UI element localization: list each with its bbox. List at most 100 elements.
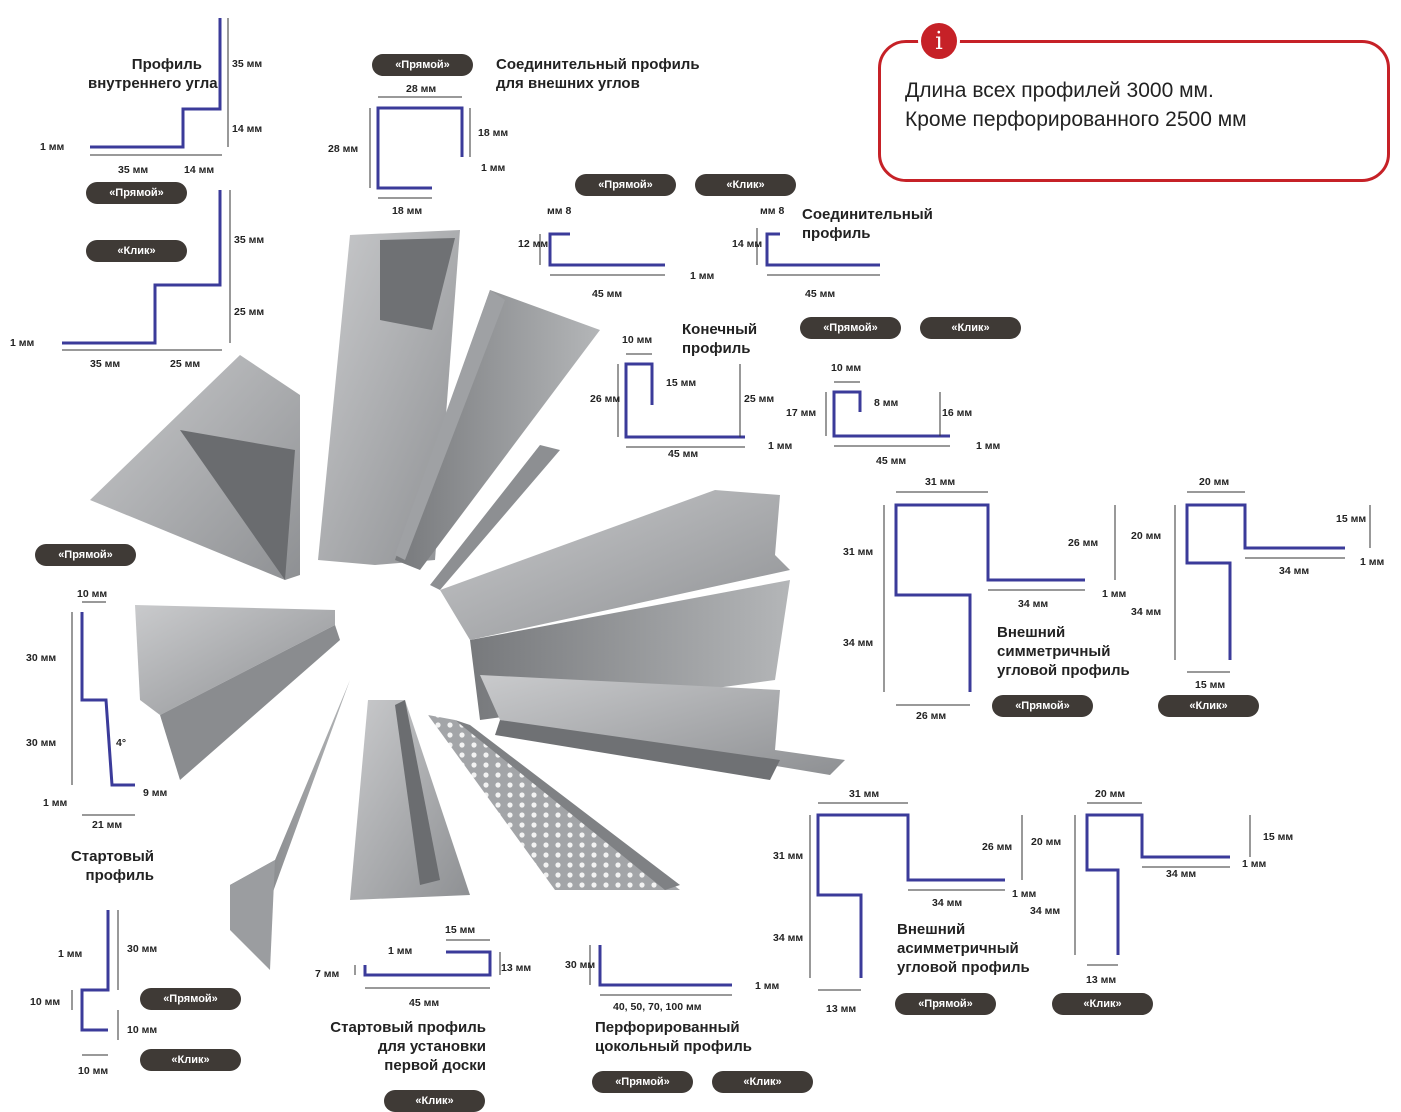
dim-label: 14 мм <box>732 238 763 250</box>
badge-straight: «Прямой» <box>992 695 1093 717</box>
first-board-title: Стартовый профиль для установки первой д… <box>290 1018 486 1075</box>
badge-click: «Клик» <box>86 240 187 262</box>
dim-label: 1 мм <box>1242 858 1267 870</box>
dim-label: 20 мм <box>1095 788 1126 800</box>
dim-label: 1 мм <box>1012 888 1037 900</box>
badge-straight: «Прямой» <box>35 544 136 566</box>
dim-label: 1 мм <box>10 337 35 349</box>
dim-label: 1 мм <box>58 948 83 960</box>
dim-label: 34 мм <box>1166 868 1197 880</box>
dim-label: 1 мм <box>481 162 506 174</box>
info-icon: i <box>918 20 960 62</box>
dim-label: 13 мм <box>826 1003 857 1015</box>
dim-label: 26 мм <box>916 710 947 722</box>
dim-label: мм 8 <box>760 205 785 217</box>
dim-label: 1 мм <box>690 270 715 282</box>
dim-label: 1 мм <box>768 440 793 452</box>
badge-straight: «Прямой» <box>592 1071 693 1093</box>
dim-label: 30 мм <box>565 959 596 971</box>
dim-label: 20 мм <box>1131 530 1162 542</box>
dim-label: 26 мм <box>982 841 1013 853</box>
dim-label: 30 мм <box>26 652 57 664</box>
dim-label: 40, 50, 70, 100 мм <box>613 1001 702 1013</box>
dim-label: 15 мм <box>666 377 697 389</box>
dim-label: 16 мм <box>942 407 973 419</box>
dim-label: 45 мм <box>592 288 623 300</box>
dim-label: 15 мм <box>1195 679 1226 691</box>
dim-label: 21 мм <box>92 819 123 831</box>
inner-corner-title-line2: внутреннего угла <box>88 75 218 92</box>
dim-label: 10 мм <box>78 1065 109 1077</box>
dim-label: 34 мм <box>1030 905 1061 917</box>
dim-label: 1 мм <box>755 980 780 992</box>
dim-label: 1 мм <box>1360 556 1385 568</box>
badge-click: «Клик» <box>712 1071 813 1093</box>
dim-label: 45 мм <box>876 455 907 467</box>
dim-label: 31 мм <box>773 850 804 862</box>
dim-label: 12 мм <box>518 238 549 250</box>
outer-join-title-line2: для внешних углов <box>496 75 640 92</box>
dim-label: 35 мм <box>234 234 265 246</box>
outer-asym-title-line3: угловой профиль <box>897 959 1030 976</box>
dim-label: 13 мм <box>1086 974 1117 986</box>
dim-label: 7 мм <box>315 968 340 980</box>
badge-click: «Клик» <box>920 317 1021 339</box>
connector-title: Соединительный профиль <box>802 205 933 243</box>
dim-label: мм 8 <box>547 205 572 217</box>
outer-join-title: Соединительный профиль для внешних углов <box>496 55 700 93</box>
outer-sym-title: Внешний симметричный угловой профиль <box>997 623 1130 680</box>
dim-label: 4° <box>116 737 127 749</box>
badge-click: «Клик» <box>140 1049 241 1071</box>
info-line-1: Длина всех профилей 3000 мм. <box>905 79 1214 102</box>
badge-straight: «Прямой» <box>140 988 241 1010</box>
dim-label: 1 мм <box>40 141 65 153</box>
end-profile-title: Конечный профиль <box>682 320 757 358</box>
badge-click: «Клик» <box>1052 993 1153 1015</box>
badge-straight: «Прямой» <box>895 993 996 1015</box>
info-line-2: Кроме перфорированного 2500 мм <box>905 108 1247 131</box>
dim-label: 8 мм <box>874 397 899 409</box>
dim-label: 25 мм <box>170 358 201 370</box>
dim-label: 1 мм <box>1102 588 1127 600</box>
dim-label: 10 мм <box>622 334 653 346</box>
dim-label: 25 мм <box>744 393 775 405</box>
perforated-title-line2: цокольный профиль <box>595 1038 752 1055</box>
dim-label: 14 мм <box>232 123 263 135</box>
dim-label: 18 мм <box>392 205 423 217</box>
outer-sym-title-line2: симметричный <box>997 643 1111 660</box>
dim-label: 31 мм <box>925 476 956 488</box>
dim-label: 35 мм <box>232 58 263 70</box>
first-board-title-line3: первой доски <box>384 1057 486 1074</box>
dim-label: 9 мм <box>143 787 168 799</box>
badge-straight: «Прямой» <box>372 54 473 76</box>
badge-straight: «Прямой» <box>575 174 676 196</box>
dim-label: 13 мм <box>501 962 532 974</box>
dim-label: 34 мм <box>1279 565 1310 577</box>
outer-sym-title-line1: Внешний <box>997 624 1066 641</box>
dim-label: 35 мм <box>90 358 121 370</box>
dim-label: 10 мм <box>30 996 61 1008</box>
inner-corner-title: Профиль внутреннего угла <box>88 55 218 93</box>
dim-label: 15 мм <box>1336 513 1367 525</box>
outer-asym-title-line1: Внешний <box>897 921 966 938</box>
connector-title-line1: Соединительный <box>802 206 933 223</box>
outer-sym-title-line3: угловой профиль <box>997 662 1130 679</box>
dim-label: 10 мм <box>77 588 108 600</box>
dim-label: 20 мм <box>1031 836 1062 848</box>
dim-label: 15 мм <box>1263 831 1294 843</box>
first-board-title-line1: Стартовый профиль <box>330 1019 486 1036</box>
end-profile-title-line2: профиль <box>682 340 751 357</box>
dim-label: 30 мм <box>26 737 57 749</box>
dim-label: 26 мм <box>1068 537 1099 549</box>
end-profile-title-line1: Конечный <box>682 321 758 338</box>
dim-label: 45 мм <box>805 288 836 300</box>
perforated-title-line1: Перфорированный <box>595 1019 740 1036</box>
outer-join-title-line1: Соединительный профиль <box>496 56 700 73</box>
dim-label: 45 мм <box>668 448 699 460</box>
info-text: Длина всех профилей 3000 мм. Кроме перфо… <box>905 76 1247 134</box>
dim-label: 30 мм <box>127 943 158 955</box>
dim-label: 17 мм <box>786 407 817 419</box>
dim-label: 34 мм <box>1018 598 1049 610</box>
